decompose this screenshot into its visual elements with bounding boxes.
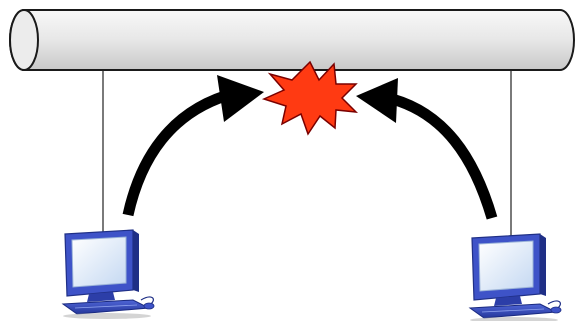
left-transmission-arrow bbox=[128, 75, 264, 215]
right-computer-icon bbox=[470, 234, 561, 321]
collision-burst-icon bbox=[264, 62, 356, 134]
shared-bus-cable bbox=[10, 10, 574, 70]
left-computer-icon bbox=[63, 230, 154, 319]
right-transmission-arrow bbox=[356, 78, 492, 218]
cable-end-cap bbox=[10, 10, 38, 70]
